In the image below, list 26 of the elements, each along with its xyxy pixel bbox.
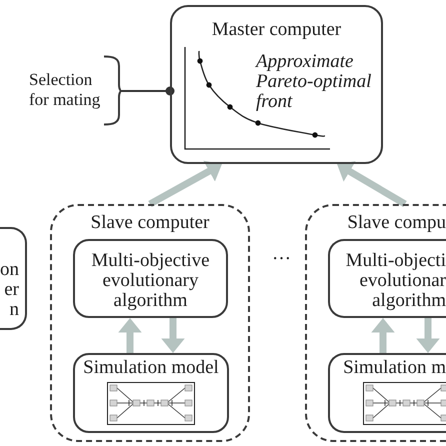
- arrow: [337, 161, 407, 208]
- ellipsis: …: [272, 244, 291, 264]
- node-label: Multi-objecti evolutionar algorithm: [344, 251, 446, 311]
- rounded-box: [328, 239, 446, 318]
- rounded-box: [170, 5, 383, 164]
- arrow: [118, 318, 142, 353]
- connector-line: [121, 86, 174, 96]
- node-title: Master computer: [212, 20, 342, 40]
- rounded-box: [0, 227, 27, 330]
- node-title: Slave compu: [347, 213, 446, 233]
- node-label: Selection for mating: [29, 70, 102, 110]
- dashed-rounded-box: [305, 204, 446, 442]
- rounded-box: [73, 239, 228, 318]
- node-title: Slave computer: [90, 213, 210, 233]
- rounded-box: [73, 353, 229, 433]
- node-title: Simulation model: [83, 358, 219, 378]
- arrow: [416, 318, 440, 353]
- rounded-box: [328, 353, 446, 433]
- dashed-rounded-box: [50, 204, 250, 442]
- node-label: on er n: [0, 260, 19, 320]
- node-label: Multi-objective evolutionary algorithm: [90, 251, 211, 311]
- arrow: [148, 160, 222, 208]
- plot-annotation: Approximate Pareto-optimal front: [256, 52, 372, 112]
- arrow: [371, 318, 395, 353]
- arrow: [161, 318, 185, 353]
- node-title: Simulation m: [343, 358, 446, 378]
